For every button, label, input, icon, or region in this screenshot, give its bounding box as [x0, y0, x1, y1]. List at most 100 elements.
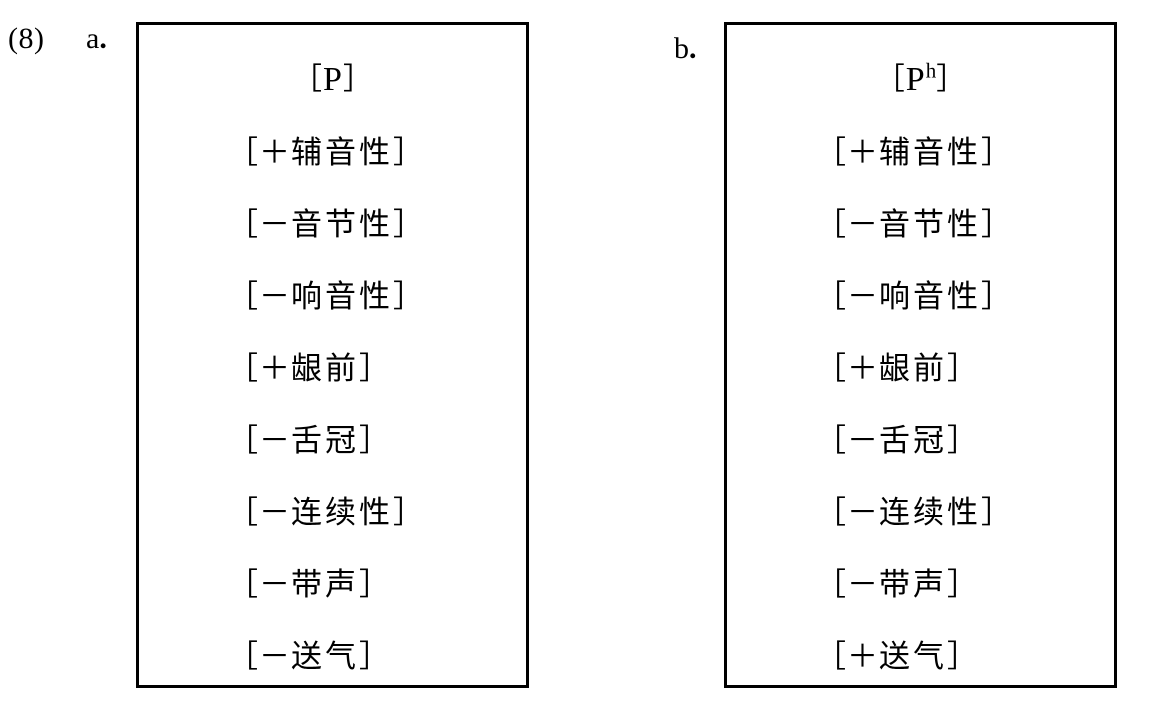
feature-close-bracket: ］: [947, 351, 978, 387]
feature-open-bracket: ［: [227, 135, 258, 171]
feature-sign: ＋: [847, 351, 878, 387]
segment-symbol: P: [323, 61, 342, 98]
feature-sign: ＋: [259, 351, 290, 387]
feature-close-bracket: ］: [393, 207, 424, 243]
feature-row: ［＋辅音性］: [815, 117, 1115, 189]
feature-row: ［＋辅音性］: [227, 117, 527, 189]
feature-close-bracket: ］: [359, 639, 390, 675]
feature-open-bracket: ［: [815, 567, 846, 603]
segment-superscript: h: [925, 58, 937, 83]
feature-close-bracket: ］: [981, 495, 1012, 531]
feature-close-bracket: ］: [947, 639, 978, 675]
feature-open-bracket: ［: [815, 135, 846, 171]
feature-row: ［－响音性］: [815, 261, 1115, 333]
feature-open-bracket: ［: [815, 279, 846, 315]
feature-sign: －: [259, 567, 290, 603]
feature-sign: ＋: [847, 135, 878, 171]
feature-sign: －: [847, 279, 878, 315]
feature-close-bracket: ］: [981, 207, 1012, 243]
feature-name: 辅音性: [291, 135, 393, 171]
matrix-label-a: a.: [86, 22, 107, 56]
feature-matrix-a: ［P］ ［＋辅音性］ ［－音节性］ ［－响音性］ ［＋龈前］ ［－舌冠］ ［－连…: [136, 22, 529, 688]
feature-name: 响音性: [291, 279, 393, 315]
feature-row: ［＋送气］: [815, 621, 1115, 693]
feature-open-bracket: ［: [227, 279, 258, 315]
feature-row: ［－送气］: [227, 621, 527, 693]
feature-row: ［＋龈前］: [227, 333, 527, 405]
feature-sign: －: [259, 207, 290, 243]
feature-sign: －: [847, 495, 878, 531]
feature-sign: －: [259, 639, 290, 675]
feature-name: 带声: [291, 567, 359, 603]
segment-symbol: P: [905, 61, 925, 98]
feature-close-bracket: ］: [359, 567, 390, 603]
segment-header-a: ［P］: [139, 61, 526, 99]
feature-sign: －: [847, 423, 878, 459]
feature-sign: ＋: [259, 135, 290, 171]
feature-name: 音节性: [879, 207, 981, 243]
feature-name: 舌冠: [879, 423, 947, 459]
feature-sign: －: [847, 207, 878, 243]
segment-close-bracket: ］: [936, 62, 967, 97]
feature-name: 辅音性: [879, 135, 981, 171]
segment-close-bracket: ］: [342, 62, 373, 97]
feature-sign: －: [259, 423, 290, 459]
example-number: (8): [8, 22, 45, 55]
segment-open-bracket: ［: [874, 62, 905, 97]
feature-open-bracket: ［: [815, 639, 846, 675]
feature-row: ［－舌冠］: [227, 405, 527, 477]
feature-name: 连续性: [291, 495, 393, 531]
feature-open-bracket: ［: [227, 423, 258, 459]
feature-open-bracket: ［: [815, 351, 846, 387]
feature-open-bracket: ［: [815, 495, 846, 531]
feature-open-bracket: ［: [227, 207, 258, 243]
feature-name: 带声: [879, 567, 947, 603]
feature-name: 送气: [291, 639, 359, 675]
feature-open-bracket: ［: [227, 351, 258, 387]
feature-close-bracket: ］: [981, 279, 1012, 315]
feature-name: 响音性: [879, 279, 981, 315]
feature-row: ［－连续性］: [227, 477, 527, 549]
feature-sign: －: [847, 567, 878, 603]
feature-matrix-a-inner: ［P］ ［＋辅音性］ ［－音节性］ ［－响音性］ ［＋龈前］ ［－舌冠］ ［－连…: [139, 25, 526, 685]
matrix-label-b: b.: [674, 32, 697, 66]
feature-row: ［－带声］: [227, 549, 527, 621]
feature-row: ［－音节性］: [227, 189, 527, 261]
feature-list-a: ［＋辅音性］ ［－音节性］ ［－响音性］ ［＋龈前］ ［－舌冠］ ［－连续性］ …: [227, 117, 527, 693]
feature-row: ［＋龈前］: [815, 333, 1115, 405]
feature-sign: －: [259, 495, 290, 531]
segment-open-bracket: ［: [292, 62, 323, 97]
feature-close-bracket: ］: [393, 135, 424, 171]
feature-name: 音节性: [291, 207, 393, 243]
matrix-label-b-dot: .: [689, 32, 697, 65]
feature-close-bracket: ］: [393, 279, 424, 315]
feature-close-bracket: ］: [393, 495, 424, 531]
feature-close-bracket: ］: [947, 567, 978, 603]
feature-open-bracket: ［: [227, 567, 258, 603]
feature-list-b: ［＋辅音性］ ［－音节性］ ［－响音性］ ［＋龈前］ ［－舌冠］ ［－连续性］ …: [815, 117, 1115, 693]
feature-name: 龈前: [879, 351, 947, 387]
feature-matrix-b-inner: ［Ph］ ［＋辅音性］ ［－音节性］ ［－响音性］ ［＋龈前］ ［－舌冠］ ［－…: [727, 25, 1114, 685]
feature-name: 舌冠: [291, 423, 359, 459]
feature-row: ［－连续性］: [815, 477, 1115, 549]
feature-row: ［－带声］: [815, 549, 1115, 621]
matrix-label-a-letter: a: [86, 22, 100, 55]
feature-name: 送气: [879, 639, 947, 675]
feature-matrix-b: ［Ph］ ［＋辅音性］ ［－音节性］ ［－响音性］ ［＋龈前］ ［－舌冠］ ［－…: [724, 22, 1117, 688]
feature-name: 龈前: [291, 351, 359, 387]
feature-row: ［－音节性］: [815, 189, 1115, 261]
feature-sign: ＋: [847, 639, 878, 675]
matrix-label-a-dot: .: [99, 22, 107, 55]
feature-open-bracket: ［: [227, 495, 258, 531]
feature-sign: －: [259, 279, 290, 315]
feature-open-bracket: ［: [815, 423, 846, 459]
feature-close-bracket: ］: [981, 135, 1012, 171]
feature-row: ［－响音性］: [227, 261, 527, 333]
segment-header-b: ［Ph］: [727, 58, 1114, 99]
feature-row: ［－舌冠］: [815, 405, 1115, 477]
matrix-label-b-letter: b: [674, 32, 689, 65]
feature-close-bracket: ］: [359, 351, 390, 387]
feature-open-bracket: ［: [815, 207, 846, 243]
feature-close-bracket: ］: [947, 423, 978, 459]
